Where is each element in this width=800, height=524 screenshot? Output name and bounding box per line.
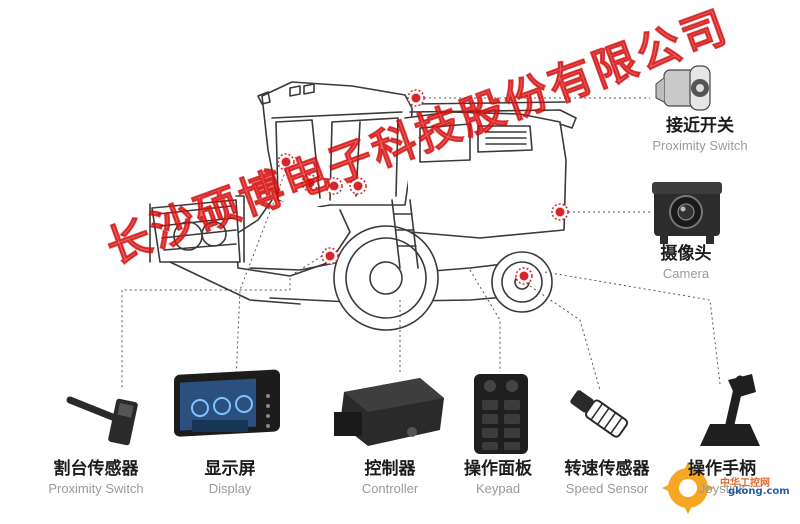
proximity-switch-icon	[655, 65, 711, 111]
label-cn: 操作手柄	[688, 459, 756, 479]
marker-wheel	[515, 267, 533, 285]
label-cn: 接近开关	[666, 116, 734, 136]
label-en: Joystick	[698, 480, 746, 496]
label-en: Camera	[662, 265, 710, 281]
label-keypad: 操作面板 Keypad	[448, 459, 548, 496]
label-en: Display	[208, 480, 252, 496]
speed-sensor-icon	[570, 390, 629, 438]
label-header-sensor: 割台传感器 Proximity Switch	[36, 459, 156, 496]
label-proximity-switch: 接近开关 Proximity Switch	[640, 116, 760, 153]
gkong-logo	[662, 462, 714, 514]
marker-cab-3	[349, 177, 367, 195]
label-en: Keypad	[475, 480, 521, 496]
marker-cab-left	[277, 153, 295, 171]
header-sensor-icon	[66, 396, 138, 446]
logo-text-cn: 中华工控网	[720, 478, 770, 489]
label-joystick: 操作手柄 Joystick	[672, 459, 772, 496]
label-speed-sensor: 转速传感器 Speed Sensor	[552, 459, 662, 496]
label-controller: 控制器 Controller	[340, 459, 440, 496]
marker-cab-2	[325, 177, 343, 195]
marker-cab-roof	[407, 89, 425, 107]
label-cn: 摄像头	[660, 244, 712, 264]
camera-icon	[652, 182, 722, 244]
controller-icon	[334, 378, 444, 446]
sensor-markers	[277, 89, 569, 285]
label-cn: 操作面板	[464, 459, 532, 479]
display-icon	[174, 369, 280, 437]
marker-header	[321, 247, 339, 265]
keypad-icon	[474, 374, 528, 454]
label-display: 显示屏 Display	[180, 459, 280, 496]
label-cn: 割台传感器	[53, 459, 139, 479]
joystick-icon	[700, 374, 760, 446]
marker-cab-1	[301, 174, 319, 192]
label-cn: 显示屏	[204, 459, 256, 479]
label-cn: 控制器	[364, 459, 416, 479]
label-en: Controller	[361, 480, 419, 496]
label-en: Speed Sensor	[565, 480, 649, 496]
harvester-illustration	[149, 81, 577, 331]
label-en: Proximity Switch	[652, 137, 748, 153]
label-cn: 转速传感器	[564, 459, 650, 479]
label-camera: 摄像头 Camera	[636, 244, 736, 281]
label-en: Proximity Switch	[48, 480, 144, 496]
leader-lines	[121, 97, 721, 391]
logo-text-en: gkong.com	[728, 486, 790, 497]
marker-rear-camera	[551, 203, 569, 221]
